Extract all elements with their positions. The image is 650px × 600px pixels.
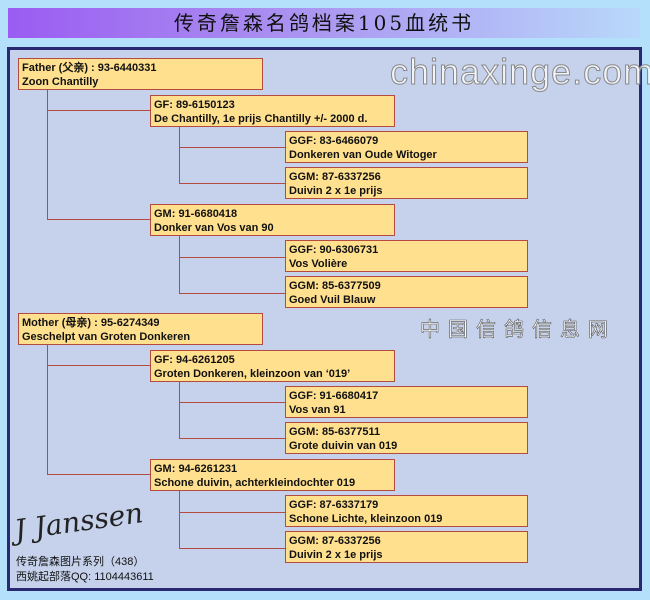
connector [179,147,285,148]
connector [179,235,180,294]
connector [179,293,285,294]
ring-number: GF: 89-6150123 [154,99,235,111]
ring-number: Mother (母亲) : 95-6274349 [22,317,160,329]
watermark-series: 传奇詹森图片系列（438） [16,556,145,568]
connector [179,402,285,403]
ring-number: GGF: 83-6466079 [289,135,379,147]
ring-number: GGM: 87-6337256 [289,535,381,547]
connector [179,257,285,258]
connector [179,183,285,184]
bird-name: De Chantilly, 1e prijs Chantilly +/- 200… [154,113,368,125]
connector [179,512,285,513]
bird-name: Schone Lichte, kleinzoon 019 [289,513,443,525]
bird-name: Duivin 2 x 1e prijs [289,185,383,197]
page-title: 传奇詹森名鸽档案105血统书 [8,8,640,38]
ring-number: GM: 94-6261231 [154,463,238,475]
connector [47,474,150,475]
ring-number: GGF: 87-6337179 [289,499,379,511]
connector [179,381,180,439]
ring-number: GM: 91-6680418 [154,208,238,220]
bird-name: Geschelpt van Groten Donkeren [22,331,191,343]
bird-name: Goed Vuil Blauw [289,294,376,306]
connector [47,345,48,475]
ring-number: Father (父亲) : 93-6440331 [22,62,157,74]
connector [179,490,180,549]
watermark-name: 中国信鸽信息网 [420,319,616,342]
bird-name: Duivin 2 x 1e prijs [289,549,383,561]
connector [47,90,48,220]
watermark-site: chinaxinge.com [389,51,650,92]
grandfather-box: GF: 89-6150123 De Chantilly, 1e prijs Cha… [150,95,395,127]
watermark-qq: 西姚起部落QQ: 1104443611 [16,571,154,583]
bird-name: Groten Donkeren, kleinzoon van ‘019’ [154,368,351,380]
ring-number: GGM: 85-6377511 [289,426,381,438]
bird-name: Schone duivin, achterkleindochter 019 [154,477,356,489]
bird-name: Donkeren van Oude Witoger [289,149,437,161]
bird-name: Zoon Chantilly [22,76,99,88]
ring-number: GGM: 85-6377509 [289,280,381,292]
connector [47,219,150,220]
bird-name: Vos Volière [289,258,348,270]
connector [47,365,150,366]
ring-number: GGF: 91-6680417 [289,390,379,402]
bird-name: Grote duivin van 019 [289,440,398,452]
bird-name: Donker van Vos van 90 [154,222,274,234]
connector [47,110,150,111]
connector [179,126,180,184]
ring-number: GF: 94-6261205 [154,354,235,366]
connector [179,548,285,549]
bird-name: Vos van 91 [289,404,346,416]
ring-number: GGF: 90-6306731 [289,244,379,256]
ring-number: GGM: 87-6337256 [289,171,381,183]
connector [179,438,285,439]
